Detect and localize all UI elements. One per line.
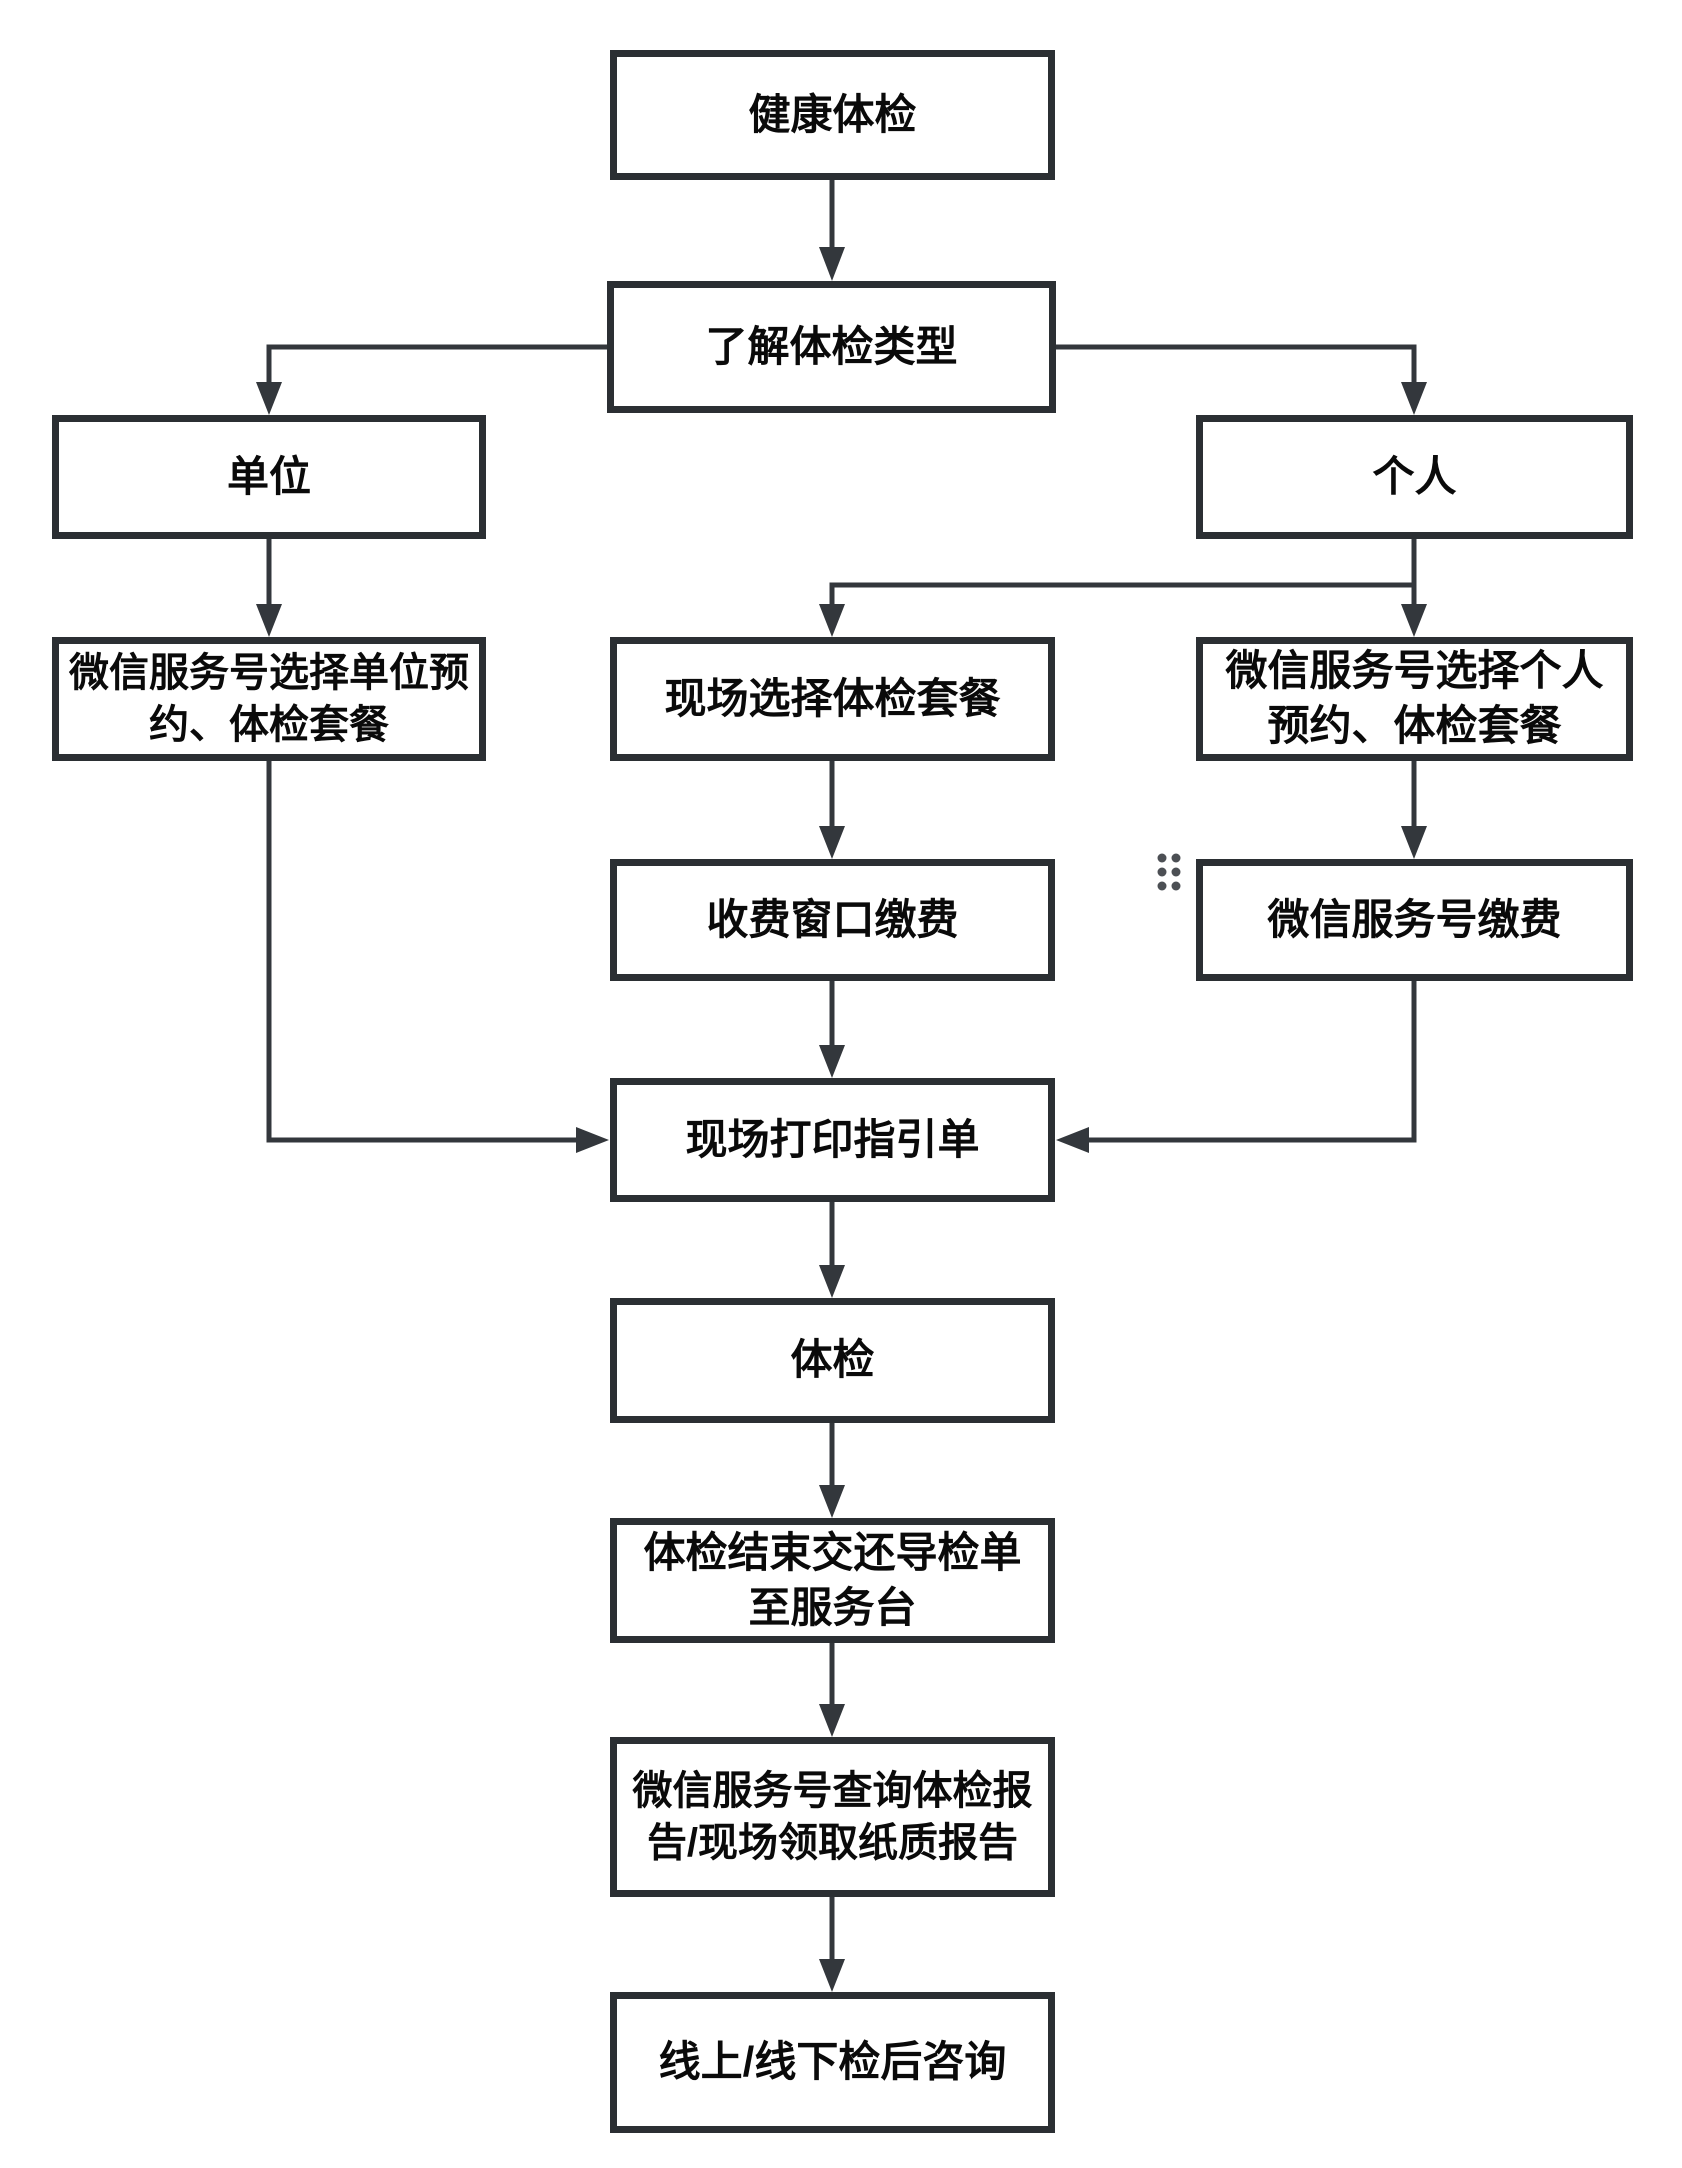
flow-node-wechat-individual-booking: 微信服务号选择个人 预约、体检套餐 <box>1196 637 1633 761</box>
flow-node-pay-window: 收费窗口缴费 <box>610 859 1055 981</box>
flow-node-wechat-pay: 微信服务号缴费 <box>1196 859 1633 981</box>
flow-node-understand-types: 了解体检类型 <box>607 281 1056 413</box>
connector-pay-window-to-print-guide <box>819 981 845 1078</box>
flow-node-wechat-unit-booking-label: 微信服务号选择单位预 约、体检套餐 <box>69 651 469 747</box>
connector-report-query-to-consultation <box>819 1897 845 1992</box>
connector-checkup-to-return-guide <box>819 1423 845 1518</box>
flow-node-wechat-individual-booking-label: 微信服务号选择个人 预约、体检套餐 <box>1225 647 1604 749</box>
flow-node-print-guide-label: 现场打印指引单 <box>685 1115 980 1163</box>
flow-node-return-guide-label: 体检结束交还导检单 至服务台 <box>643 1528 1022 1631</box>
connector-individual-to-wechat-individual-booking <box>1401 585 1427 637</box>
connector-health-checkup-to-understand-types <box>819 180 845 281</box>
flow-node-report-query-label: 微信服务号查询体检报 告/现场领取纸质报告 <box>632 1769 1033 1865</box>
flow-node-wechat-unit-booking: 微信服务号选择单位预 约、体检套餐 <box>52 637 486 761</box>
flow-node-health-checkup-label: 健康体检 <box>748 90 917 138</box>
flow-node-unit-label: 单位 <box>226 452 311 500</box>
connector-wechat-pay-to-print-guide <box>1056 981 1417 1153</box>
connector-wechat-individual-booking-to-wechat-pay <box>1401 761 1427 859</box>
flow-node-checkup: 体检 <box>610 1298 1055 1423</box>
flow-node-health-checkup: 健康体检 <box>610 50 1055 180</box>
connector-wechat-unit-booking-to-print-guide <box>266 761 609 1153</box>
connector-onsite-package-to-pay-window <box>819 761 845 859</box>
connector-unit-to-wechat-unit-booking <box>256 539 282 637</box>
flow-node-understand-types-label: 了解体检类型 <box>705 322 958 370</box>
flow-node-print-guide: 现场打印指引单 <box>610 1078 1055 1202</box>
flow-node-checkup-label: 体检 <box>790 1336 875 1384</box>
connector-individual-to-onsite-package <box>819 539 1417 637</box>
connector-print-guide-to-checkup <box>819 1202 845 1298</box>
flow-node-individual: 个人 <box>1196 415 1633 539</box>
flow-node-return-guide: 体检结束交还导检单 至服务台 <box>610 1518 1055 1643</box>
flow-node-wechat-pay-label: 微信服务号缴费 <box>1267 895 1562 943</box>
flow-node-report-query: 微信服务号查询体检报 告/现场领取纸质报告 <box>610 1737 1055 1897</box>
flow-node-consultation: 线上/线下检后咨询 <box>610 1992 1055 2133</box>
flow-node-pay-window-label: 收费窗口缴费 <box>706 895 959 943</box>
connector-understand-types-to-individual <box>1056 344 1427 415</box>
connector-understand-types-to-unit <box>256 344 607 415</box>
flow-node-individual-label: 个人 <box>1372 452 1457 500</box>
flow-node-consultation-label: 线上/线下检后咨询 <box>658 2038 1007 2086</box>
connector-return-guide-to-report-query <box>819 1643 845 1737</box>
flow-node-onsite-package-label: 现场选择体检套餐 <box>664 674 1001 722</box>
flow-node-unit: 单位 <box>52 415 486 539</box>
flow-node-onsite-package: 现场选择体检套餐 <box>610 637 1055 761</box>
grid-dots-icon <box>1157 853 1181 891</box>
